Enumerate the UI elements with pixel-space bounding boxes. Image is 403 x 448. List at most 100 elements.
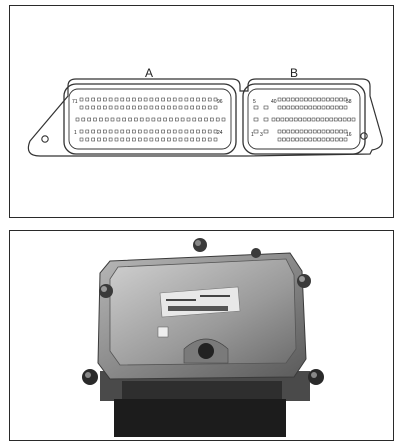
connector-a-pin [190, 137, 194, 142]
connector-b-pin [253, 117, 259, 122]
connector-a-pin [210, 117, 214, 122]
connector-a-pin [213, 105, 218, 110]
connector-a-pin [202, 105, 206, 110]
connector-a-pin [134, 117, 138, 122]
connector-a-pin [163, 117, 167, 122]
connector-b-pin [317, 129, 321, 134]
connector-a-pin [93, 117, 97, 122]
connector-a-pin [143, 137, 148, 142]
connector-a-pin [108, 137, 113, 142]
pin-b-top-mid: 40 [271, 99, 277, 105]
connector-a-pin [97, 105, 101, 110]
connector-a-pin [132, 137, 136, 142]
ecu-center-hole [198, 343, 214, 359]
connector-b-pin [334, 97, 339, 102]
connector-b-pin [285, 117, 289, 122]
connector-b-pin [321, 129, 326, 134]
connector-b-housing [242, 83, 366, 155]
connector-b-pin [280, 117, 285, 122]
connector-a-pin [132, 97, 136, 102]
connector-b-pin [271, 117, 276, 122]
label-barcode-line [166, 299, 196, 301]
label-barcode-line [200, 295, 230, 297]
connector-a-pin [196, 97, 200, 102]
connector-b-pin [334, 129, 339, 134]
connector-b-pin [326, 105, 330, 110]
connector-a-inner [68, 88, 232, 150]
connector-b-pin [263, 105, 269, 110]
connector-b-pin [316, 117, 320, 122]
connector-b-pin [290, 129, 295, 134]
mount-boss-highlight [85, 372, 91, 378]
pin-b-bottom-mid: 3 [260, 132, 263, 138]
connector-a-pin [120, 97, 125, 102]
connector-a-pin [126, 129, 130, 134]
connector-flange-outline [27, 78, 383, 157]
connector-b-pin [339, 105, 343, 110]
connector-b-pin [295, 137, 299, 142]
connector-b-pin [321, 137, 326, 142]
connector-b-pin [299, 129, 304, 134]
connector-b-pin [321, 97, 326, 102]
connector-a-pin [85, 97, 90, 102]
connector-a-pin [161, 137, 165, 142]
connector-a-pin [172, 129, 177, 134]
connector-b-pin [289, 117, 294, 122]
connector-a-pin [116, 117, 121, 122]
ecu-connector-rail [122, 381, 282, 399]
connector-a-pin-grid [75, 97, 226, 142]
connector-a-pin [138, 137, 142, 142]
label-barcode [168, 306, 228, 311]
connector-a-pin [114, 137, 119, 142]
connector-b-pin [253, 129, 259, 134]
connector-a-pin [79, 105, 84, 110]
connector-b-pin [277, 105, 282, 110]
connector-a-pin [81, 117, 86, 122]
connector-a-pin [172, 105, 177, 110]
connector-a-pin [202, 137, 206, 142]
pin-a-top-left: 71 [72, 99, 78, 105]
connector-a-pin [120, 137, 125, 142]
connector-a-pin [120, 129, 125, 134]
connector-a-pin [184, 129, 189, 134]
connector-b-pin [312, 105, 317, 110]
pin-b-bottom-right: 16 [346, 132, 352, 138]
connector-b-pin [330, 105, 335, 110]
connector-b-pin [330, 137, 335, 142]
connector-a-pin [91, 97, 95, 102]
connector-a-pin [114, 97, 119, 102]
connector-b-pin [286, 97, 291, 102]
connector-a-pin [104, 117, 109, 122]
connector-a-pin [213, 129, 218, 134]
mount-boss-highlight [299, 276, 305, 282]
connector-b-pin [290, 137, 295, 142]
connector-a-pin [103, 137, 107, 142]
connector-b-pin [298, 117, 302, 122]
connector-a-pin [126, 97, 130, 102]
connector-a-pin [97, 129, 101, 134]
connector-a-pin [155, 97, 159, 102]
connector-b-pin [339, 97, 343, 102]
connector-b-pin [339, 129, 343, 134]
connector-a-pin [207, 129, 212, 134]
mount-boss-highlight [311, 372, 317, 378]
connector-b-pin [282, 97, 286, 102]
connector-b-pin [342, 117, 347, 122]
connector-b-pin [304, 105, 308, 110]
connector-a-pin [145, 117, 150, 122]
connector-b-pin [253, 105, 259, 110]
connector-a-pin [138, 129, 142, 134]
connector-a-pin [161, 97, 165, 102]
connector-b-pin [299, 137, 304, 142]
connector-a-pin [196, 129, 200, 134]
pin-b-bottom-left: 1 [251, 132, 254, 138]
connector-a-pin [172, 137, 177, 142]
connector-a-pin [190, 105, 194, 110]
connector-a-pin [155, 137, 159, 142]
connector-a-pin [149, 105, 154, 110]
connector-a-pin [202, 129, 206, 134]
connector-a-pin [126, 137, 130, 142]
connector-a-pin [196, 105, 200, 110]
connector-a-pin [138, 105, 142, 110]
connector-a-pin [126, 105, 130, 110]
